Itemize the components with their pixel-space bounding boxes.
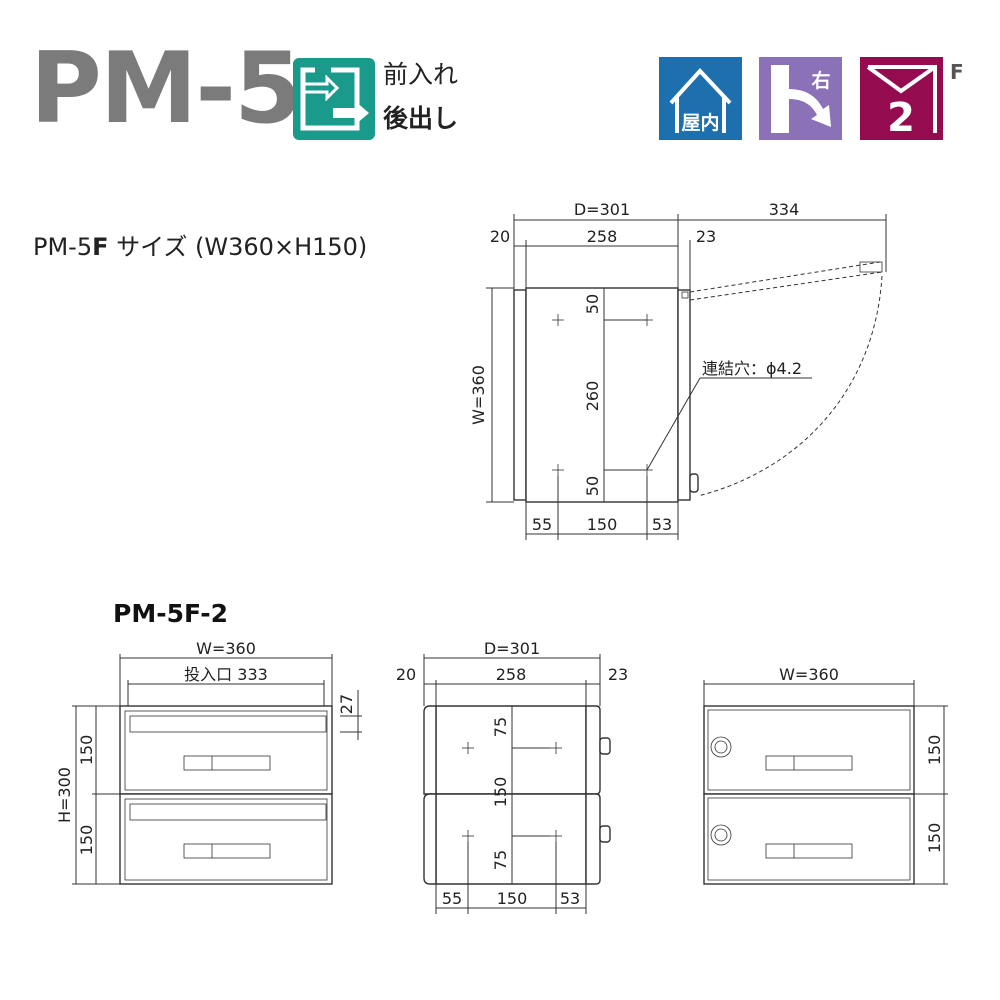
dim-d-left: 20	[490, 227, 510, 246]
plan-view: D=301 334 20 258 23 W=360 50 260 50	[469, 200, 887, 540]
front-in-back-out-icon	[293, 58, 375, 140]
front-dim-slot: 投入口 333	[184, 665, 268, 684]
side-dim-d-mid: 258	[496, 665, 527, 684]
dim-b-right: 53	[652, 515, 672, 534]
side-dim-b-right: 53	[560, 889, 580, 908]
right-hinge-badge: 右	[759, 57, 842, 140]
dim-v-bot: 50	[583, 476, 602, 496]
dim-open: 334	[769, 200, 800, 219]
dim-d-mid: 258	[587, 227, 618, 246]
front-dim-h2: 150	[77, 825, 96, 856]
right-badge-label: 右	[810, 69, 830, 92]
indoor-badge: 屋内	[659, 57, 742, 140]
side-dim-d-right: 23	[608, 665, 628, 684]
two-unit-badge: 2	[860, 57, 943, 141]
indoor-badge-label: 屋内	[681, 111, 719, 134]
dim-b-left: 55	[532, 515, 552, 534]
mode-front-in: 前入れ	[383, 60, 459, 89]
two-unit-number: 2	[887, 95, 915, 140]
dim-b-mid: 150	[587, 515, 618, 534]
front-dim-H: H=300	[55, 767, 74, 823]
front-dim-h1: 150	[77, 735, 96, 766]
dim-W: W=360	[469, 365, 488, 425]
dim-v-top: 50	[583, 294, 602, 314]
front-dim-W: W=360	[196, 639, 256, 658]
side-dim-d-left: 20	[396, 665, 416, 684]
back-dim-h2: 150	[925, 823, 944, 854]
side-dim-v-top: 75	[491, 717, 510, 737]
floor-mark: F	[950, 60, 964, 84]
front-dim-slot-h: 27	[337, 694, 356, 714]
size-label: PM-5F サイズ (W360×H150)	[33, 227, 367, 262]
size-label-suffix: サイズ (W360×H150)	[108, 233, 368, 261]
back-view: W=360 150 150	[703, 665, 948, 885]
front-view: W=360 投入口 333 27 H=300 150 150	[55, 639, 362, 885]
back-dim-W: W=360	[779, 665, 839, 684]
side-dim-D: D=301	[484, 639, 540, 658]
side-dim-b-mid: 150	[497, 889, 528, 908]
bottom-title: PM-5F-2	[113, 599, 228, 628]
side-dim-v-mid: 150	[491, 777, 510, 808]
hole-label: 連結穴：ϕ4.2	[702, 359, 802, 378]
mode-back-out: 後出し	[383, 104, 459, 133]
side-dim-v-bot: 75	[491, 850, 510, 870]
side-view: D=301 20 258 23 75 150 75 55 150	[396, 639, 628, 914]
dim-v-mid: 260	[583, 381, 602, 412]
size-label-prefix: PM-5	[33, 233, 93, 261]
model-title: PM-5	[30, 32, 302, 146]
back-dim-h1: 150	[925, 735, 944, 766]
dim-d-right: 23	[696, 227, 716, 246]
size-label-bold: F	[92, 233, 109, 261]
dim-D: D=301	[574, 200, 630, 219]
side-dim-b-left: 55	[442, 889, 462, 908]
